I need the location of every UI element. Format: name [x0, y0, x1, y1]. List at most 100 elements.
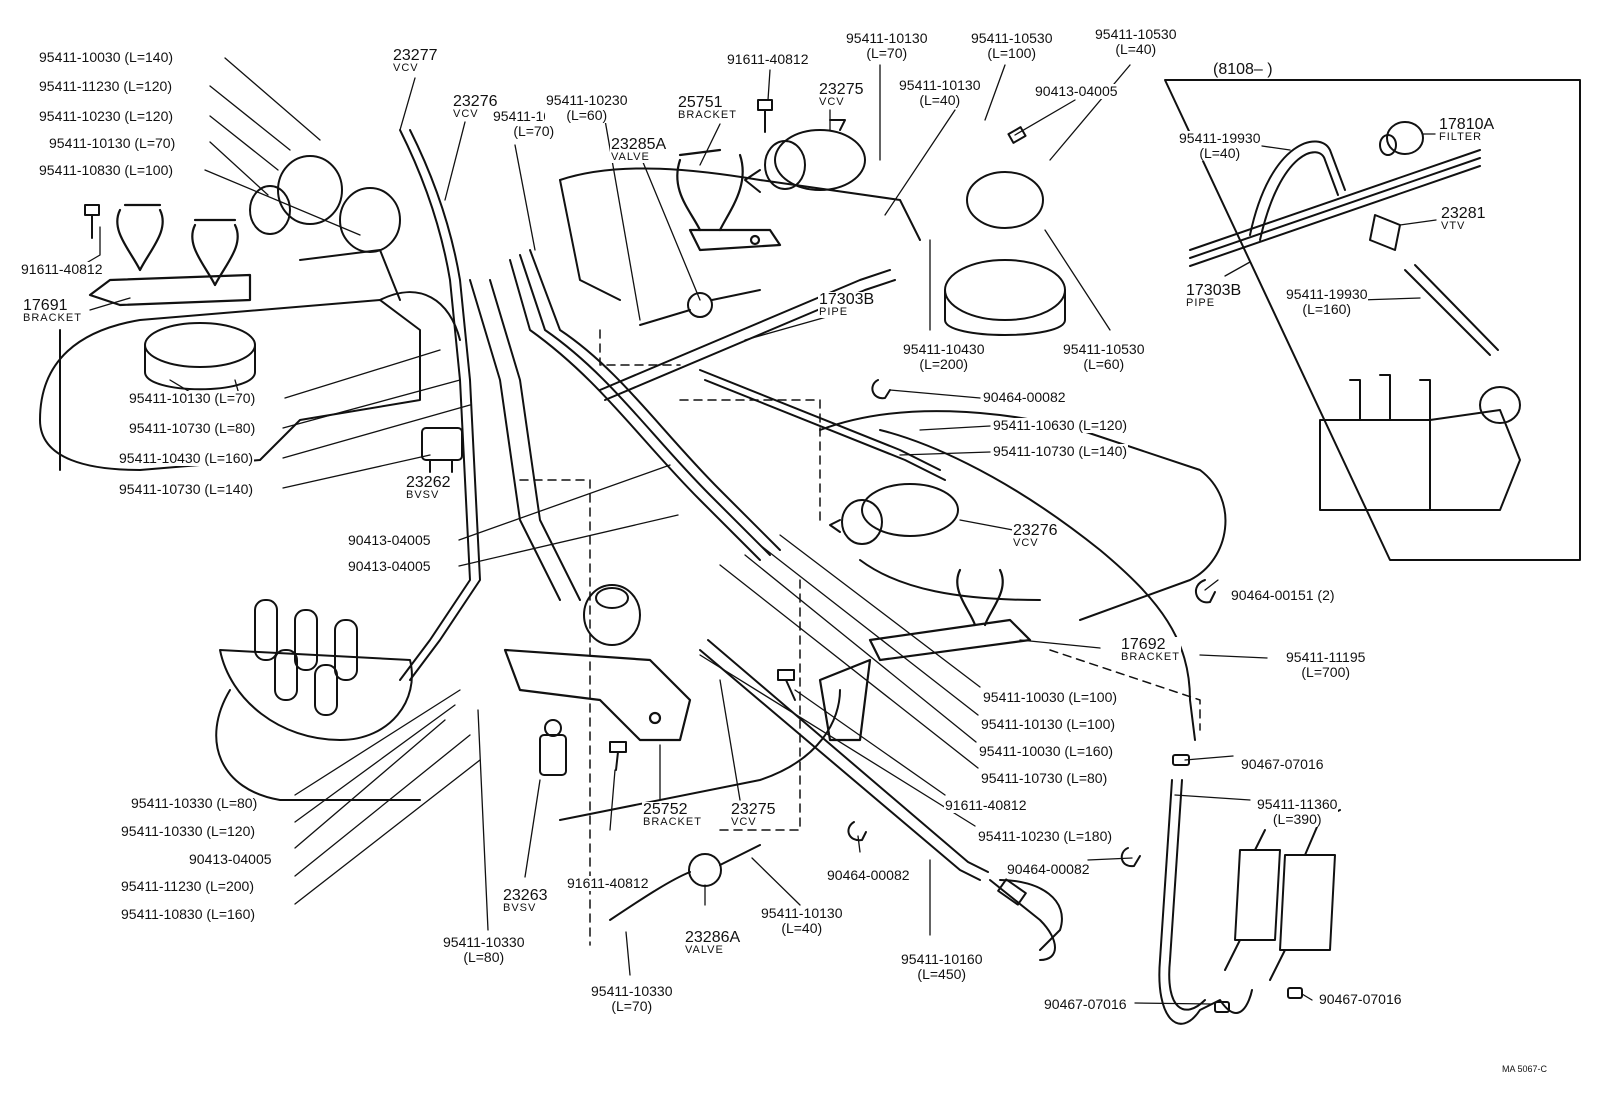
bracket-17691 [88, 203, 252, 307]
callout-l41: 95411-10730 (L=80) [980, 770, 1109, 786]
callout-l58: 95411-10130(L=40) [760, 905, 844, 936]
callout-l14: 91611-40812 [726, 51, 810, 67]
callout-l22: 95411-10430(L=200) [902, 341, 986, 372]
vcv-cluster-left [249, 155, 401, 253]
callout-l29: 95411-10430 (L=160) [118, 450, 255, 466]
callout-l63: 90467-07016 [1318, 991, 1403, 1007]
hose-10160 [699, 639, 989, 881]
bracket-25752 [503, 648, 692, 742]
callout-l38: 95411-10030 (L=100) [982, 689, 1119, 705]
bracket-25751 [676, 148, 782, 252]
hose-bundle-main [399, 129, 946, 681]
callout-l60: 95411-10330(L=70) [590, 983, 674, 1014]
callout-l25: 95411-10630 (L=120) [992, 417, 1129, 433]
callout-l19: 95411-10130(L=40) [898, 77, 982, 108]
bracket-17692 [818, 568, 1032, 742]
callout-l43: 90467-07016 [1240, 756, 1325, 772]
callout-l1: 95411-10030 (L=140) [38, 49, 175, 65]
callout-l26: 95411-10730 (L=140) [992, 443, 1129, 459]
clamp-90467-bot-right [1287, 987, 1303, 999]
callout-l39: 95411-10130 (L=100) [980, 716, 1117, 732]
clip-90464-00082-c [1120, 847, 1141, 868]
callout-l47: 90464-00082 [1006, 861, 1091, 877]
drawing-code: MA 5067-C [1502, 1064, 1548, 1074]
inset-frame [1164, 79, 1581, 561]
callout-l46: 90464-00082 [826, 867, 911, 883]
clamp-90467-bot-left [1214, 1001, 1230, 1013]
bolt-91611-bottom [609, 741, 627, 771]
dashed-guides [519, 329, 1201, 946]
callout-l4: 95411-10130 (L=70) [48, 135, 177, 151]
callout-l2: 95411-11230 (L=120) [38, 78, 173, 94]
callout-l3: 95411-10230 (L=120) [38, 108, 175, 124]
clip-90464-00082-b [847, 821, 867, 842]
callout-l5: 95411-10830 (L=100) [38, 162, 175, 178]
valve-23285a [639, 289, 761, 326]
callout-l11: 95411-10230(L=60) [545, 92, 629, 123]
callout-l16: 95411-10130(L=70) [845, 30, 929, 61]
fitting-90413-top [1007, 126, 1027, 144]
vcv-23275-lower [583, 584, 641, 646]
callout-l49: 95411-10330 (L=120) [120, 823, 257, 839]
inset-callout-i1: 95411-19930(L=40) [1178, 130, 1262, 161]
callout-l30: 95411-10730 (L=140) [118, 481, 255, 497]
callout-l32: 90413-04005 [347, 532, 432, 548]
callout-l57: 95411-10330(L=80) [442, 934, 526, 965]
callout-l28: 95411-10730 (L=80) [128, 420, 257, 436]
callout-l61: 95411-10160(L=450) [900, 951, 984, 982]
clip-90464-00151 [1195, 579, 1216, 604]
callout-l40: 95411-10030 (L=160) [978, 743, 1115, 759]
callout-l23: 95411-10530(L=60) [1062, 341, 1146, 372]
bolt-91611-lower [777, 669, 796, 701]
callout-l35: 90464-00151 (2) [1230, 587, 1336, 603]
callout-l62: 90467-07016 [1043, 996, 1128, 1012]
cable-lower-right [989, 878, 1056, 961]
callout-l24: 90464-00082 [982, 389, 1067, 405]
callout-l18: 95411-10530(L=40) [1094, 26, 1178, 57]
bolt-91611-top [757, 99, 773, 133]
inset-title: (8108– ) [1212, 61, 1274, 78]
callout-l50: 90413-04005 [188, 851, 273, 867]
bvsv-23262 [421, 427, 463, 473]
bvsv-23263 [539, 719, 567, 776]
callout-l45: 95411-10230 (L=180) [977, 828, 1114, 844]
oil-cap [144, 322, 256, 391]
callout-l51: 95411-11230 (L=200) [120, 878, 255, 894]
diaphragm-top-right [944, 171, 1066, 336]
callout-l44: 95411-11360(L=390) [1256, 796, 1339, 827]
vcv-23275-top [744, 119, 866, 193]
callout-l17: 95411-10530(L=100) [970, 30, 1054, 61]
callout-l27: 95411-10130 (L=70) [128, 390, 257, 406]
hose-long-right [879, 429, 1253, 1025]
callout-l48: 95411-10330 (L=80) [130, 795, 259, 811]
callout-l42: 91611-40812 [944, 797, 1028, 813]
callout-l6: 91611-40812 [20, 261, 104, 277]
distributor-cap [219, 599, 413, 741]
callout-l37: 95411-11195(L=700) [1285, 649, 1367, 680]
vcv-23276-right [829, 483, 959, 545]
leader-lines [87, 57, 1437, 1005]
callout-l52: 95411-10830 (L=160) [120, 906, 257, 922]
callout-l55: 91611-40812 [566, 875, 650, 891]
bolt-91611-left [84, 204, 100, 239]
clip-90464-00082-a [871, 379, 891, 400]
inset-callout-i5: 95411-19930(L=160) [1285, 286, 1369, 317]
